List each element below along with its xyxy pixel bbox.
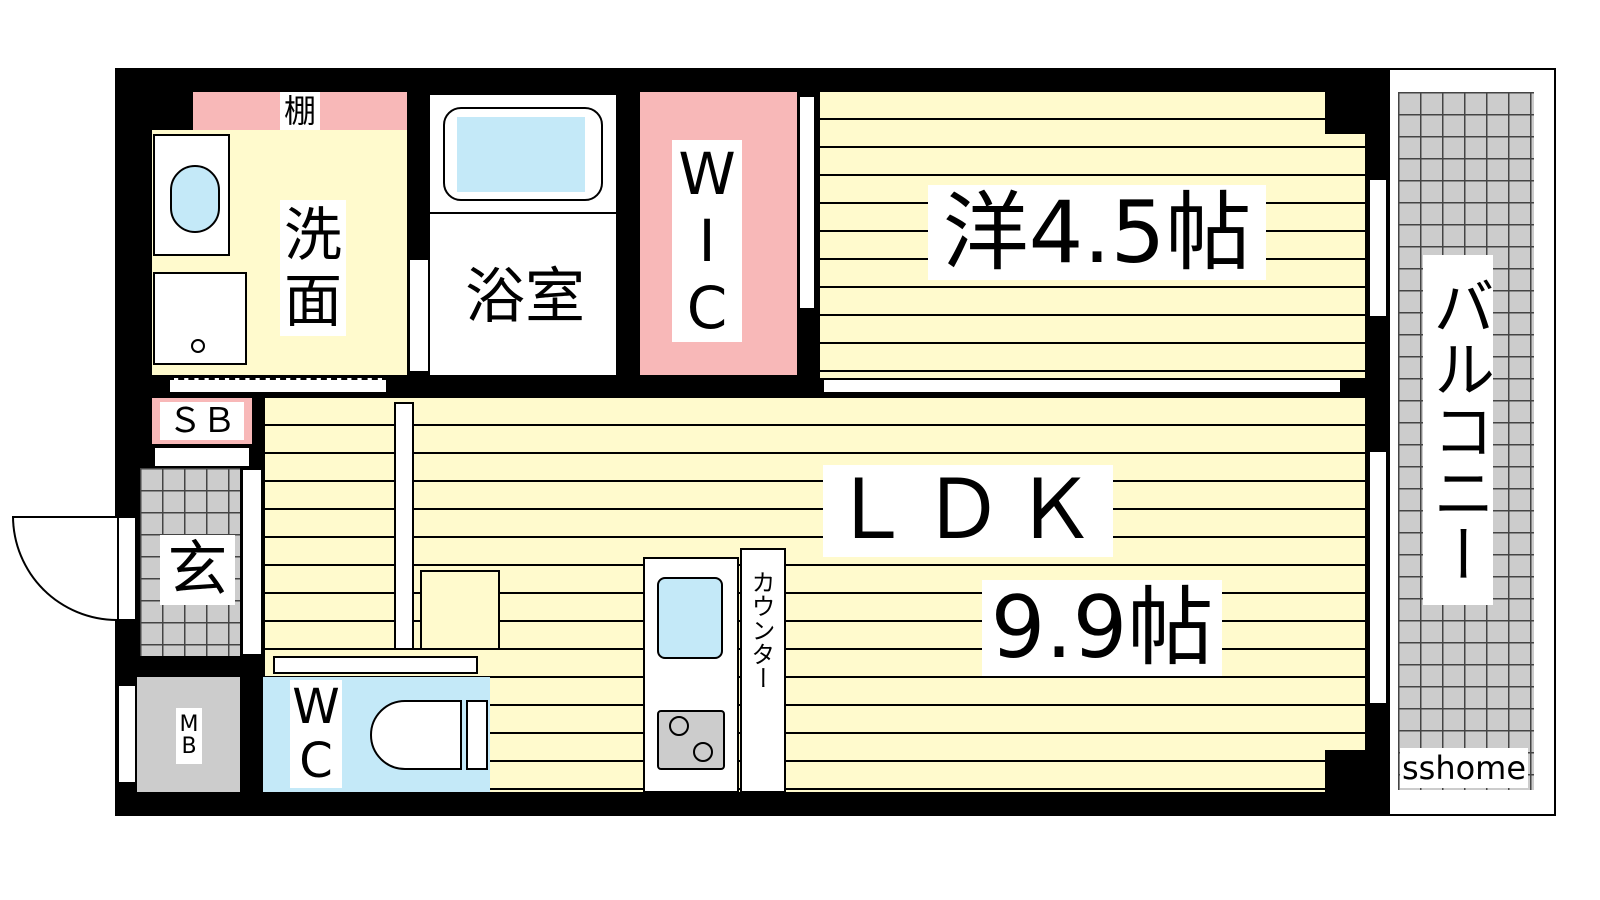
toilet-door[interactable] — [273, 656, 478, 674]
entrance — [140, 468, 240, 656]
toilet-bowl — [370, 700, 462, 770]
pillar — [1325, 750, 1365, 792]
washroom-label-2: 面 — [283, 267, 342, 335]
basin-bowl — [170, 165, 220, 233]
sliding-door-western[interactable] — [822, 378, 1342, 394]
burner-icon — [693, 742, 713, 762]
washroom-label: 洗 面 — [280, 200, 346, 336]
toilet-label: W C — [290, 680, 342, 788]
toilet-label-c: C — [299, 733, 333, 789]
watermark: sshome — [1400, 748, 1528, 788]
wic-label-c: C — [686, 274, 728, 343]
burner-icon — [669, 716, 689, 736]
bathtub-water — [457, 117, 585, 192]
wic-label: W I C — [672, 140, 742, 342]
pillar — [1325, 92, 1365, 134]
ldk-label: ＬＤＫ — [823, 465, 1113, 557]
kitchen-sink — [657, 577, 723, 659]
toilet-label-w: W — [292, 679, 340, 735]
storage-hatch — [420, 570, 500, 650]
washroom-label-1: 洗 — [283, 201, 342, 269]
sliding-door-washroom[interactable] — [168, 378, 388, 394]
wic-label-w: W — [678, 139, 736, 208]
window-western[interactable] — [1368, 178, 1388, 318]
bathroom-door[interactable] — [408, 258, 430, 373]
ldk-door[interactable] — [394, 402, 414, 650]
counter-label: カウンター — [744, 560, 778, 700]
wic-label-i: I — [698, 206, 716, 275]
shoe-box-label: ＳＢ — [160, 402, 244, 440]
western-room-label: 洋4.5帖 — [928, 185, 1266, 280]
meter-box-door[interactable] — [117, 684, 137, 784]
front-door-frame — [117, 516, 137, 621]
bath-divider — [430, 212, 616, 214]
wic-door[interactable] — [798, 95, 816, 310]
meter-box-label: M B — [176, 708, 202, 764]
stove-icon — [657, 710, 725, 770]
meter-box-label-b: B — [181, 734, 197, 759]
ldk-size-label: 9.9帖 — [982, 580, 1222, 676]
shelf-label: 棚 — [280, 92, 320, 130]
entrance-wall-panel — [241, 468, 263, 656]
shoe-box-door[interactable] — [153, 446, 251, 468]
toilet-tank — [466, 700, 488, 770]
entrance-label: 玄 — [160, 535, 235, 605]
front-door[interactable] — [12, 516, 117, 621]
window-ldk[interactable] — [1368, 450, 1388, 705]
washer-drain — [191, 339, 205, 353]
meter-box-label-m: M — [179, 712, 199, 737]
bathroom-label: 浴室 — [455, 262, 595, 332]
balcony-label: バルコニー — [1422, 255, 1495, 605]
